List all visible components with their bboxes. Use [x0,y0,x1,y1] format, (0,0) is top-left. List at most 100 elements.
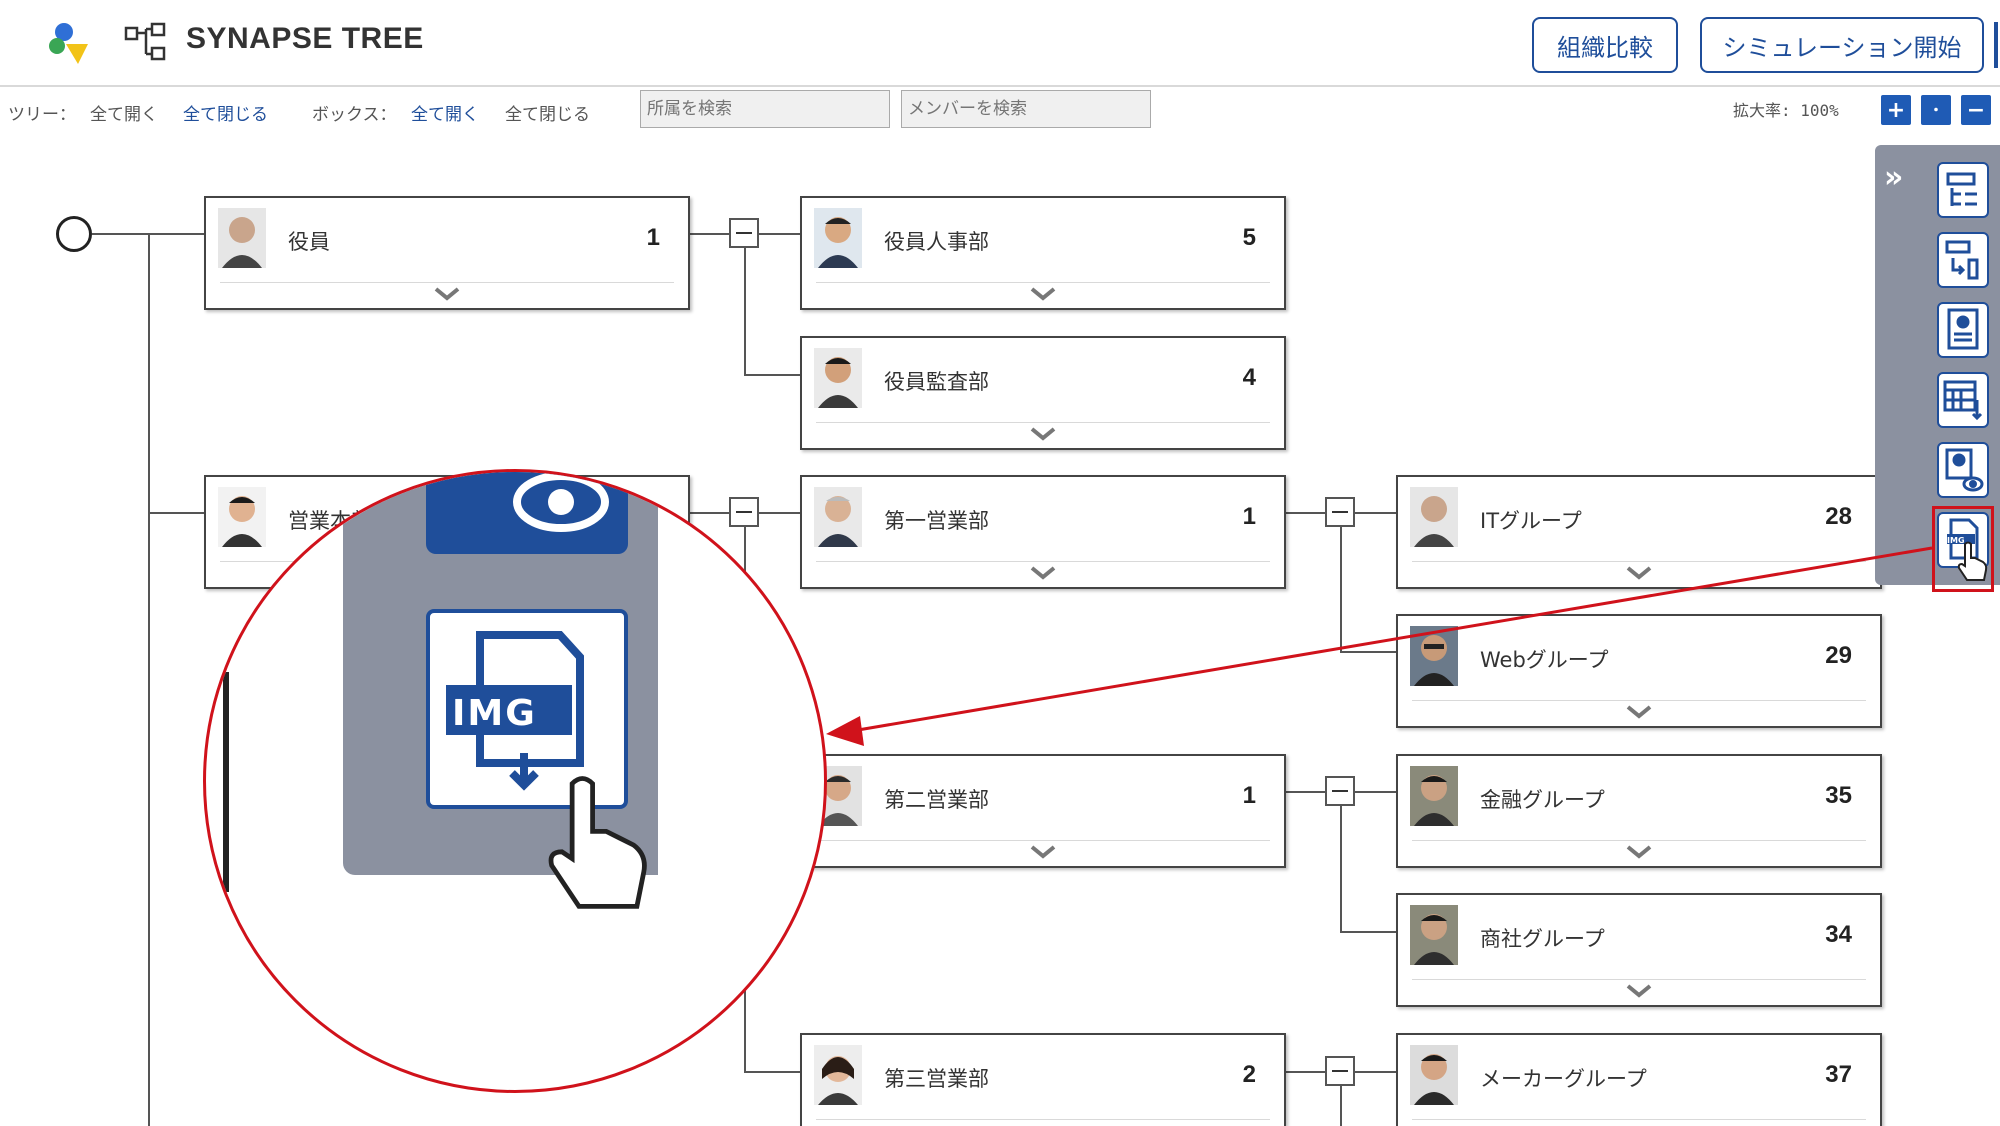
org-node-it-group[interactable]: ITグループ 28 [1396,475,1882,589]
collapse-toggle-yakuin[interactable] [729,218,759,248]
tree-collapse-all-link[interactable]: 全て閉じる [183,105,268,125]
department-search-input[interactable] [640,90,890,128]
node-label: 役員人事部 [884,230,989,254]
tree-expand-all-link[interactable]: 全て開く [90,105,158,125]
zoom-reset-button[interactable]: ・ [1921,95,1951,125]
move-member-tool-button[interactable] [1937,232,1989,288]
node-label: メーカーグループ [1480,1067,1647,1091]
simulation-start-button[interactable]: シミュレーション開始 [1700,17,1984,73]
header-edge-marker [1994,22,1998,68]
zoom-in-button[interactable]: + [1881,95,1911,125]
node-label: 商社グループ [1480,927,1605,951]
org-node-web-group[interactable]: Webグループ 29 [1396,614,1882,728]
img-download-icon [1947,518,1979,560]
zoom-out-button[interactable]: − [1961,95,1991,125]
chevron-down-icon[interactable] [433,286,461,302]
org-node-daini-eigyobu[interactable]: 第二営業部 1 [800,754,1286,868]
org-node-yakuin-kansabu[interactable]: 役員監査部 4 [800,336,1286,450]
node-label: 役員 [288,230,330,254]
node-label: 金融グループ [1480,788,1605,812]
chevron-down-icon[interactable] [1029,286,1057,302]
node-member-count: 34 [1825,921,1852,948]
node-label: Webグループ [1480,648,1609,672]
node-label: 第二営業部 [884,788,989,812]
node-label: 第三営業部 [884,1067,989,1091]
img-download-icon-large [446,631,584,791]
tree-connectors [0,0,1396,1126]
highlight-box [1932,506,1994,592]
img-icon-label: IMG [1947,536,1965,545]
eye-icon [513,472,609,532]
member-avatar [1410,766,1458,826]
tree-structure-icon [124,22,168,62]
img-label-large: IMG [452,693,537,734]
node-member-count: 5 [1242,224,1256,251]
org-node-kinyu-group[interactable]: 金融グループ 35 [1396,754,1882,868]
csv-export-tool-button[interactable] [1937,372,1989,428]
table-download-icon [1943,380,1983,421]
tree-view-icon [1946,172,1977,206]
member-avatar [814,1045,862,1105]
member-card-tool-button[interactable] [1937,302,1989,358]
zoom-level-text: 拡大率: 100% [1733,101,1839,120]
node-member-count: 1 [646,224,660,251]
box-expand-all-link[interactable]: 全て開く [411,105,479,125]
swap-arrow-icon [1945,240,1979,280]
chevron-down-icon[interactable] [1625,704,1653,720]
node-member-count: 29 [1825,642,1852,669]
node-label: ITグループ [1480,509,1582,533]
root-node-circle[interactable] [56,216,92,252]
node-member-count: 37 [1825,1061,1852,1088]
node-label: 第一営業部 [884,509,989,533]
node-label: 役員監査部 [884,370,989,394]
org-node-daiichi-eigyobu[interactable]: 第一営業部 1 [800,475,1286,589]
collapse-toggle-eigyo-honbu[interactable] [729,497,759,527]
app-title: SYNAPSE TREE [186,22,424,55]
chevron-down-icon[interactable] [1625,565,1653,581]
org-node-maker-group[interactable]: メーカーグループ 37 [1396,1033,1882,1126]
magnified-img-button: IMG [426,609,628,809]
org-compare-button[interactable]: 組織比較 [1532,17,1678,73]
id-card-icon [1947,308,1979,350]
node-member-count: 1 [1242,503,1256,530]
org-node-yakuin-jinjibu[interactable]: 役員人事部 5 [800,196,1286,310]
tree-view-tool-button[interactable] [1937,162,1989,218]
brand-logo-icon [48,20,100,68]
tree-label: ツリー： [8,105,76,125]
preview-member-tool-button[interactable] [1937,442,1989,498]
member-avatar [814,348,862,408]
magnifier-lens: IMG [203,469,827,1093]
chevron-down-icon[interactable] [1029,426,1057,442]
box-collapse-all-link[interactable]: 全て閉じる [505,105,590,125]
org-node-shosha-group[interactable]: 商社グループ 34 [1396,893,1882,1007]
panel-collapse-icon[interactable]: » [1884,160,1904,195]
magnified-left-bar [223,672,229,892]
member-avatar [1410,905,1458,965]
member-eye-icon [1945,448,1984,492]
chevron-down-icon[interactable] [1625,844,1653,860]
node-member-count: 1 [1242,782,1256,809]
side-tool-panel [1875,145,2000,585]
org-node-daisan-eigyobu[interactable]: 第三営業部 2 [800,1033,1286,1126]
chevron-down-icon[interactable] [1029,844,1057,860]
collapse-toggle-daini[interactable] [1325,776,1355,806]
member-avatar [218,487,266,547]
member-avatar [218,208,266,268]
member-avatar [814,208,862,268]
box-label: ボックス： [312,105,397,125]
node-member-count: 2 [1242,1061,1256,1088]
member-avatar [814,487,862,547]
org-node-yakuin[interactable]: 役員 1 [204,196,690,310]
collapse-toggle-daisan[interactable] [1325,1056,1355,1086]
hand-cursor-icon [1957,541,1988,581]
chevron-down-icon[interactable] [1029,565,1057,581]
node-member-count: 4 [1242,364,1256,391]
member-avatar [1410,1045,1458,1105]
member-avatar [1410,626,1458,686]
node-member-count: 28 [1825,503,1852,530]
member-avatar [1410,487,1458,547]
member-search-input[interactable] [901,90,1151,128]
magnified-eye-button [426,472,628,554]
chevron-down-icon[interactable] [1625,983,1653,999]
collapse-toggle-daiichi[interactable] [1325,497,1355,527]
